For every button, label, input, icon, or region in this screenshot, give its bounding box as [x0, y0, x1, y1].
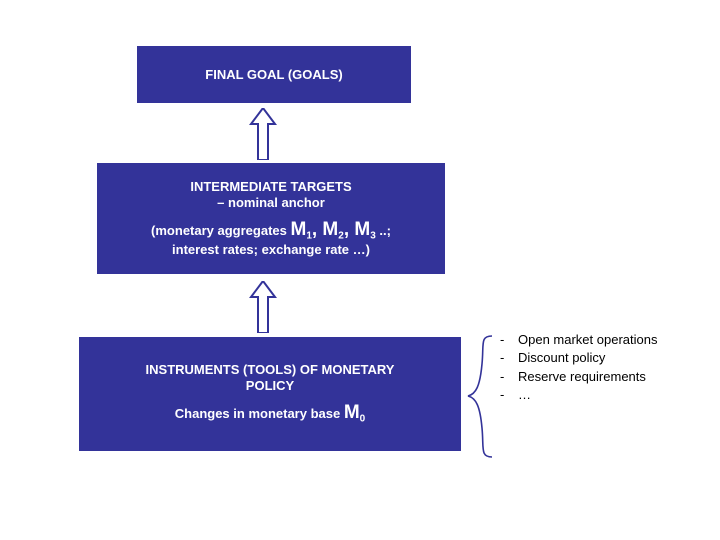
targets-line-1: INTERMEDIATE TARGETS [190, 178, 352, 194]
targets-line-3-pre: (monetary aggregates [151, 222, 291, 238]
targets-m3-sub: 3 [370, 230, 376, 242]
targets-line-4: interest rates; exchange rate …) [172, 242, 370, 258]
targets-m1-sub: 1 [306, 230, 312, 242]
final-goal-box: FINAL GOAL (GOALS) [137, 46, 411, 103]
bullet-dash: - [500, 350, 505, 366]
intermediate-targets-box: INTERMEDIATE TARGETS – nominal anchor (m… [97, 163, 445, 274]
targets-m2-sub: 2 [338, 230, 344, 242]
bullet-dash: - [500, 332, 505, 347]
instruments-m0: M [343, 401, 360, 423]
up-arrow-instruments-to-targets [248, 279, 278, 334]
instruments-line-3-pre: Changes in monetary base [174, 405, 344, 421]
curly-brace-icon [466, 334, 496, 459]
list-item: - Discount policy [500, 349, 700, 367]
instruments-line-1: INSTRUMENTS (TOOLS) OF MONETARY [145, 362, 395, 378]
bullet-text: Open market operations [518, 332, 658, 347]
bullet-text: Discount policy [518, 350, 606, 366]
instruments-spacer [79, 394, 461, 401]
instruments-bullet-list: - Open market operations - Discount poli… [500, 331, 700, 405]
list-item: - Reserve requirements [500, 368, 700, 386]
bullet-dash: - [500, 387, 505, 403]
targets-line-2: – nominal anchor [217, 194, 325, 210]
targets-line-3: (monetary aggregates M1, M2, M3 ..; [97, 218, 445, 243]
bullet-text: … [518, 387, 531, 403]
instruments-line-3: Changes in monetary base M0 [79, 401, 461, 426]
instruments-box: INSTRUMENTS (TOOLS) OF MONETARY POLICY C… [79, 337, 461, 451]
list-item: - … [500, 386, 700, 404]
targets-line-3-post: ..; [375, 222, 391, 238]
targets-sep-1: , M [311, 218, 339, 240]
bullet-dash: - [500, 368, 505, 384]
instruments-line-2: POLICY [245, 378, 295, 394]
bullet-text: Reserve requirements [518, 368, 646, 384]
list-item: - Open market operations [500, 331, 700, 349]
final-goal-label: FINAL GOAL (GOALS) [205, 66, 343, 82]
targets-m1: M [290, 218, 307, 240]
targets-spacer [97, 211, 445, 218]
targets-sep-2: , M [343, 218, 371, 240]
up-arrow-targets-to-goal [248, 106, 278, 161]
instruments-m0-sub: 0 [359, 413, 366, 425]
